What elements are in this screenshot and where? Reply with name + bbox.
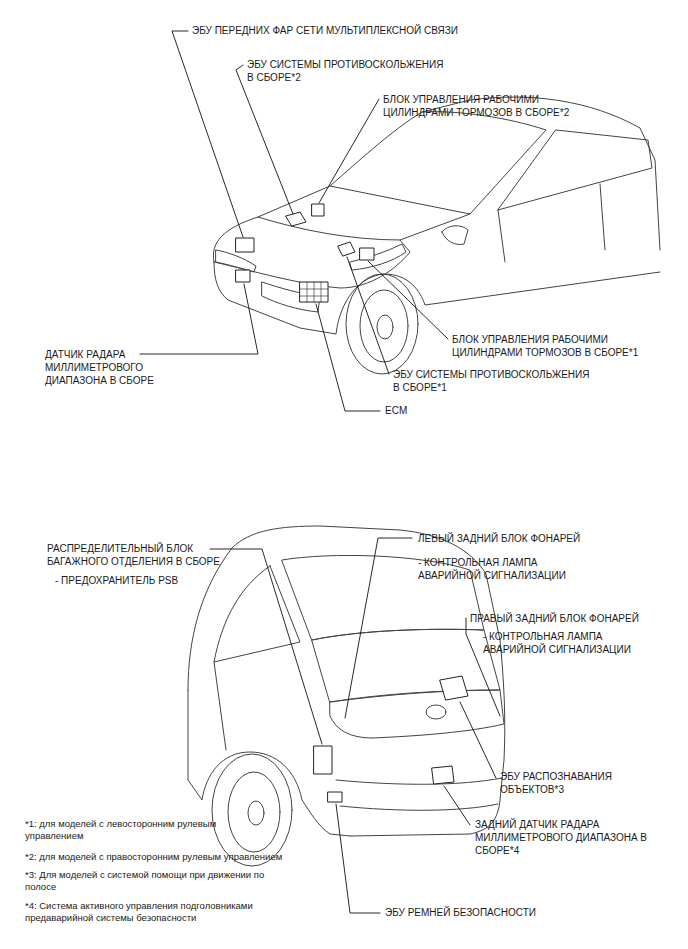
headlight [216,250,256,272]
part-label: ПРАВЫЙ ЗАДНИЙ БЛОК ФОНАРЕЙ [470,612,639,625]
sub-label: - КОНТРОЛЬНАЯ ЛАМПА АВАРИЙНОЙ СИГНАЛИЗАЦ… [483,630,668,656]
trunk-junction-block [314,746,332,774]
part-label: БЛОК УПРАВЛЕНИЯ РАБОЧИМИ ЦИЛИНДРАМИ ТОРМ… [452,333,667,359]
part-label: ЭБУ ПЕРЕДНИХ ФАР СЕТИ МУЛЬТИПЛЕКСНОЙ СВЯ… [192,24,458,37]
wheel [346,274,418,374]
footnote: *3: Для моделей с системой помощи при дв… [25,869,270,894]
footnote: *4: Система активного управления подголо… [25,900,275,925]
headlight-ecu [236,238,254,252]
wheel [212,754,292,866]
leader-line [140,284,258,354]
car-window [498,130,652,210]
leader-line [210,549,322,744]
footnote: *1: для моделей с левосторонним рулевым … [25,818,275,843]
part-label: ЭБУ РЕМНЕЙ БЕЗОПАСНОСТИ [385,906,536,919]
brake-actuator [360,248,374,260]
rear-bumper [336,778,502,810]
door-line [498,184,605,262]
wheel [228,772,280,852]
door-line [214,662,226,750]
seatbelt-ecu [328,792,342,802]
car-body [214,262,660,334]
wheel [377,315,393,339]
brake-actuator [312,204,324,216]
antiskid-ecu [338,242,355,256]
part-label: БЛОК УПРАВЛЕНИЯ РАБОЧИМИ ЦИЛИНДРАМИ ТОРМ… [383,93,598,119]
part-label: ECM [385,404,407,417]
leader-line [444,786,470,825]
antiskid-ecu [286,212,306,226]
side-window [214,566,300,662]
leader-line [316,304,380,411]
leader-line [460,702,496,778]
ecm-grid [300,282,328,302]
leader-line [319,99,379,203]
part-label: ЛЕВЫЙ ЗАДНИЙ БЛОК ФОНАРЕЙ [418,532,580,545]
tail-lamp [330,690,504,738]
leader-line [172,31,243,237]
radar-sensor [236,270,250,282]
wheel [248,801,264,825]
car-body [213,97,660,262]
part-label: ЭБУ РАСПОЗНАВАНИЯ ОБЪЕКТОВ*3 [500,770,660,796]
wheel [360,290,408,362]
sub-label: - ПРЕДОХРАНИТЕЛЬ PSB [55,574,178,587]
headlight [350,244,406,270]
ecm [300,282,328,302]
part-label: ЭБУ СИСТЕМЫ ПРОТИВОСКОЛЬЖЕНИЯ В СБОРЕ*2 [247,58,452,84]
sub-label: - КОНТРОЛЬНАЯ ЛАМПА АВАРИЙНОЙ СИГНАЛИЗАЦ… [418,556,603,582]
mirror [442,226,468,245]
leader-line [368,261,448,339]
leader-line [347,257,389,374]
leader-line [336,804,380,913]
part-label: ДАТЧИК РАДАРА МИЛЛИМЕТРОВОГО ДИАПАЗОНА В… [45,348,175,387]
rear-window [282,555,484,640]
object-recognition-ecu [440,676,468,700]
part-label: ЗАДНИЙ ДАТЧИК РАДАРА МИЛЛИМЕТРОВОГО ДИАП… [475,818,675,857]
footnote: *2: для моделей с правосторонним рулевым… [25,851,325,863]
part-label: ЭБУ СИСТЕМЫ ПРОТИВОСКОЛЬЖЕНИЯ В СБОРЕ*1 [393,368,598,394]
leader-line [345,538,412,718]
trunk-lid [312,629,500,702]
leader-line [236,65,293,214]
license-plate [426,705,446,719]
rear-radar-sensor [432,766,454,784]
part-label: РАСПРЕДЕЛИТЕЛЬНЫЙ БЛОК БАГАЖНОГО ОТДЕЛЕН… [47,542,247,568]
